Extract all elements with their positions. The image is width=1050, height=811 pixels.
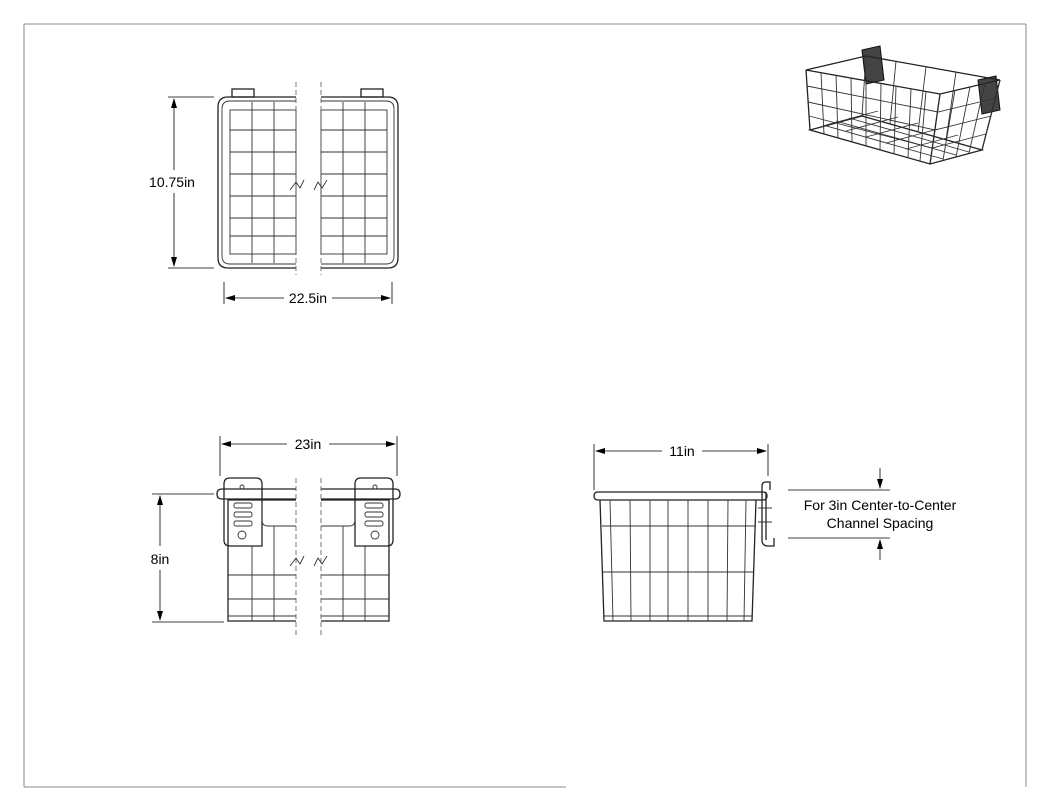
isometric-view [805,45,1001,165]
dim-label-top-height: 10.75in [149,174,195,190]
dim-label-front-width: 23in [295,436,321,452]
top-view [217,82,399,275]
dim-front-height: 8in [151,493,224,623]
dim-label-top-width: 22.5in [289,290,327,306]
front-view [216,477,401,636]
dim-label-side-width: 11in [669,443,694,459]
side-view [593,481,775,622]
note-line-1: For 3in Center-to-Center [804,497,957,513]
channel-spacing-callout: For 3in Center-to-Center Channel Spacing [788,468,957,560]
dim-front-width: 23in [219,436,398,476]
drawing-frame [23,23,1027,788]
dim-label-front-height: 8in [151,551,170,567]
note-line-2: Channel Spacing [827,515,934,531]
dim-top-width: 22.5in [223,282,393,306]
dim-side-width: 11in [593,443,769,490]
dim-top-height: 10.75in [149,96,214,269]
